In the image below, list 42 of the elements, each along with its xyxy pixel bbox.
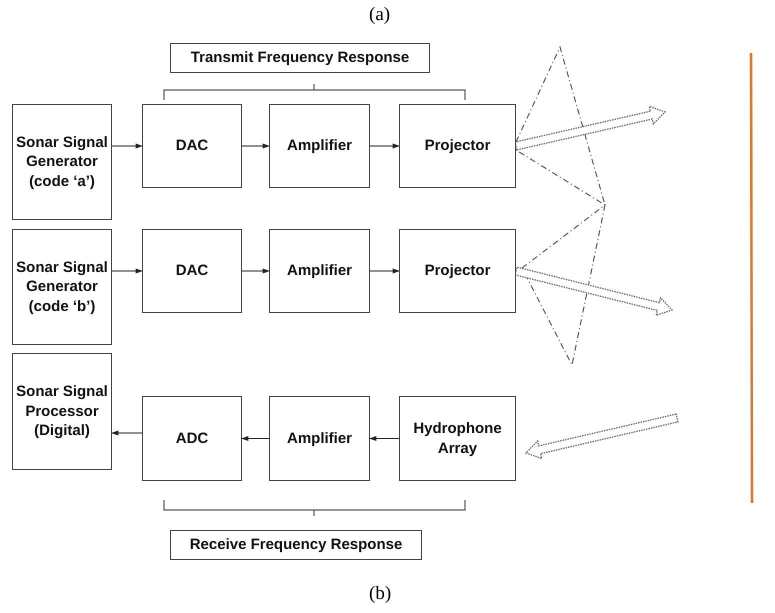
block-box — [12, 353, 112, 470]
block-box — [269, 229, 370, 313]
block-label: Projector — [424, 136, 490, 156]
block-label: Projector — [424, 261, 490, 281]
block-arrow — [514, 105, 666, 151]
label-box — [170, 43, 430, 73]
arrow — [370, 144, 400, 148]
panel-label: (b) — [369, 583, 392, 605]
block-box — [142, 104, 242, 188]
block-arrow — [514, 266, 674, 316]
block-box — [269, 104, 370, 188]
panel-label: (a) — [369, 4, 390, 26]
block-label: DAC — [176, 136, 208, 156]
block-box — [142, 229, 242, 313]
arrow — [369, 436, 400, 441]
block-label: Sonar Signal Generator (code ‘a’) — [15, 132, 109, 192]
block-label: Sonar Signal Generator (code ‘b’) — [15, 258, 109, 316]
label-box — [170, 530, 422, 560]
block-label: Amplifier — [286, 428, 352, 448]
block-arrow — [524, 413, 679, 460]
block-box — [399, 104, 516, 188]
arrow — [242, 144, 270, 148]
block-label: Amplifier — [286, 136, 352, 156]
block-label: Amplifier — [286, 261, 352, 281]
block-box — [12, 229, 112, 345]
arrow — [242, 268, 270, 274]
arrow — [112, 144, 143, 148]
block-label: Transmit Frequency Response — [190, 48, 410, 68]
arrow — [112, 268, 143, 274]
block-label: Hydrophone Array — [412, 419, 503, 458]
block-label: Receive Frequency Response — [190, 535, 402, 555]
block-box — [399, 396, 516, 481]
arrow — [370, 268, 400, 274]
block-box — [399, 229, 516, 313]
arrow — [241, 436, 270, 441]
block-box — [269, 396, 370, 481]
block-label: ADC — [176, 428, 208, 448]
block-box — [12, 104, 112, 220]
block-label: DAC — [176, 261, 208, 281]
block-label: Sonar Signal Processor (Digital) — [15, 382, 109, 441]
block-box — [142, 396, 242, 481]
arrow — [111, 430, 142, 436]
